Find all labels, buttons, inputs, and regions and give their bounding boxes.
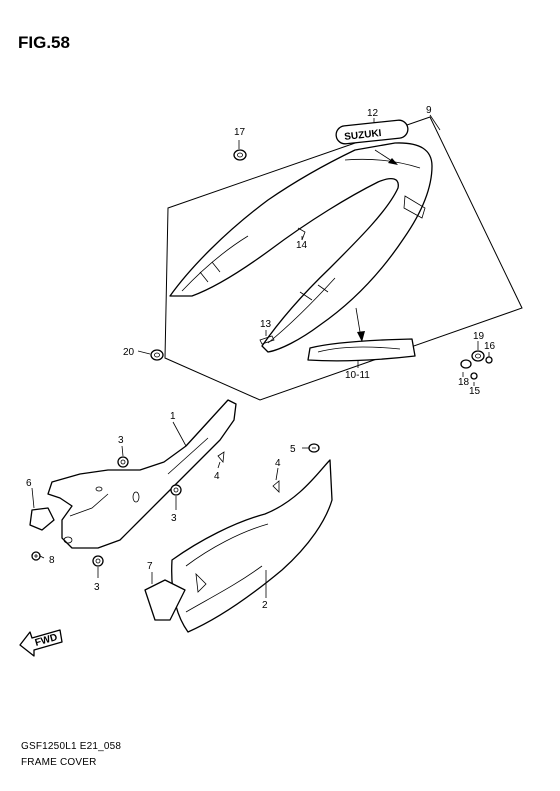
callout-5: 5 bbox=[290, 444, 296, 455]
callout-12: 12 bbox=[367, 108, 379, 119]
leader-lines bbox=[31, 114, 490, 598]
callout-4-a: 4 bbox=[214, 471, 220, 482]
callout-6: 6 bbox=[26, 478, 32, 489]
suzuki-emblem-text: SUZUKI bbox=[344, 128, 382, 143]
callout-4-b: 4 bbox=[275, 458, 281, 469]
screw-part-8[interactable] bbox=[31, 551, 41, 561]
callout-14: 14 bbox=[296, 240, 308, 251]
callout-17: 17 bbox=[234, 127, 246, 138]
callout-7: 7 bbox=[147, 561, 153, 572]
grommet-part-3-a[interactable] bbox=[117, 456, 129, 468]
callout-18: 18 bbox=[458, 377, 470, 388]
bandit-decal-part-10-11[interactable] bbox=[307, 338, 416, 362]
grommet-part-17[interactable] bbox=[233, 149, 247, 161]
decal-arrowhead bbox=[357, 331, 365, 342]
callout-labels: 17 9 12 14 13 20 10-11 19 16 18 15 1 3 3… bbox=[26, 105, 496, 611]
collar-part-18[interactable] bbox=[460, 359, 472, 369]
bolt-part-16[interactable] bbox=[485, 356, 493, 364]
frame-cover-bracket-part-1[interactable] bbox=[47, 399, 237, 549]
callout-10-11: 10-11 bbox=[345, 370, 370, 381]
section-name: FRAME COVER bbox=[21, 757, 97, 768]
callout-3-a: 3 bbox=[118, 435, 124, 446]
fwd-arrow-icon: FWD bbox=[19, 629, 63, 657]
grommet-part-3-b[interactable] bbox=[170, 484, 182, 496]
bracket-part-6[interactable] bbox=[29, 507, 55, 531]
clip-part-13[interactable] bbox=[259, 335, 275, 345]
washer-part-15[interactable] bbox=[470, 372, 478, 380]
callout-15: 15 bbox=[469, 386, 481, 397]
callout-8: 8 bbox=[49, 555, 55, 566]
callout-9: 9 bbox=[426, 105, 432, 116]
callout-1: 1 bbox=[170, 411, 176, 422]
callout-19: 19 bbox=[473, 331, 485, 342]
figure-title: FIG.58 bbox=[18, 33, 70, 52]
clip-part-14[interactable] bbox=[297, 227, 306, 241]
lower-frame-cover-part-2[interactable] bbox=[171, 459, 333, 633]
screw-part-5[interactable] bbox=[308, 443, 320, 453]
small-cover-part-7[interactable] bbox=[144, 579, 186, 621]
callout-3-b: 3 bbox=[171, 513, 177, 524]
callout-3-c: 3 bbox=[94, 582, 100, 593]
model-code: GSF1250L1 E21_058 bbox=[21, 741, 122, 752]
grommet-part-3-c[interactable] bbox=[92, 555, 104, 567]
callout-13: 13 bbox=[260, 319, 272, 330]
clip-part-4-b[interactable] bbox=[272, 480, 280, 493]
grommet-part-19[interactable] bbox=[471, 350, 485, 362]
clip-part-4-a[interactable] bbox=[217, 451, 225, 463]
callout-20: 20 bbox=[123, 347, 135, 358]
suzuki-emblem-part-12[interactable]: SUZUKI bbox=[335, 119, 409, 145]
callout-2: 2 bbox=[262, 600, 268, 611]
emblem-arrowhead bbox=[388, 158, 398, 165]
seat-tail-cowl-part-9[interactable] bbox=[169, 142, 433, 353]
nut-part-20[interactable] bbox=[150, 349, 164, 361]
callout-16: 16 bbox=[484, 341, 496, 352]
